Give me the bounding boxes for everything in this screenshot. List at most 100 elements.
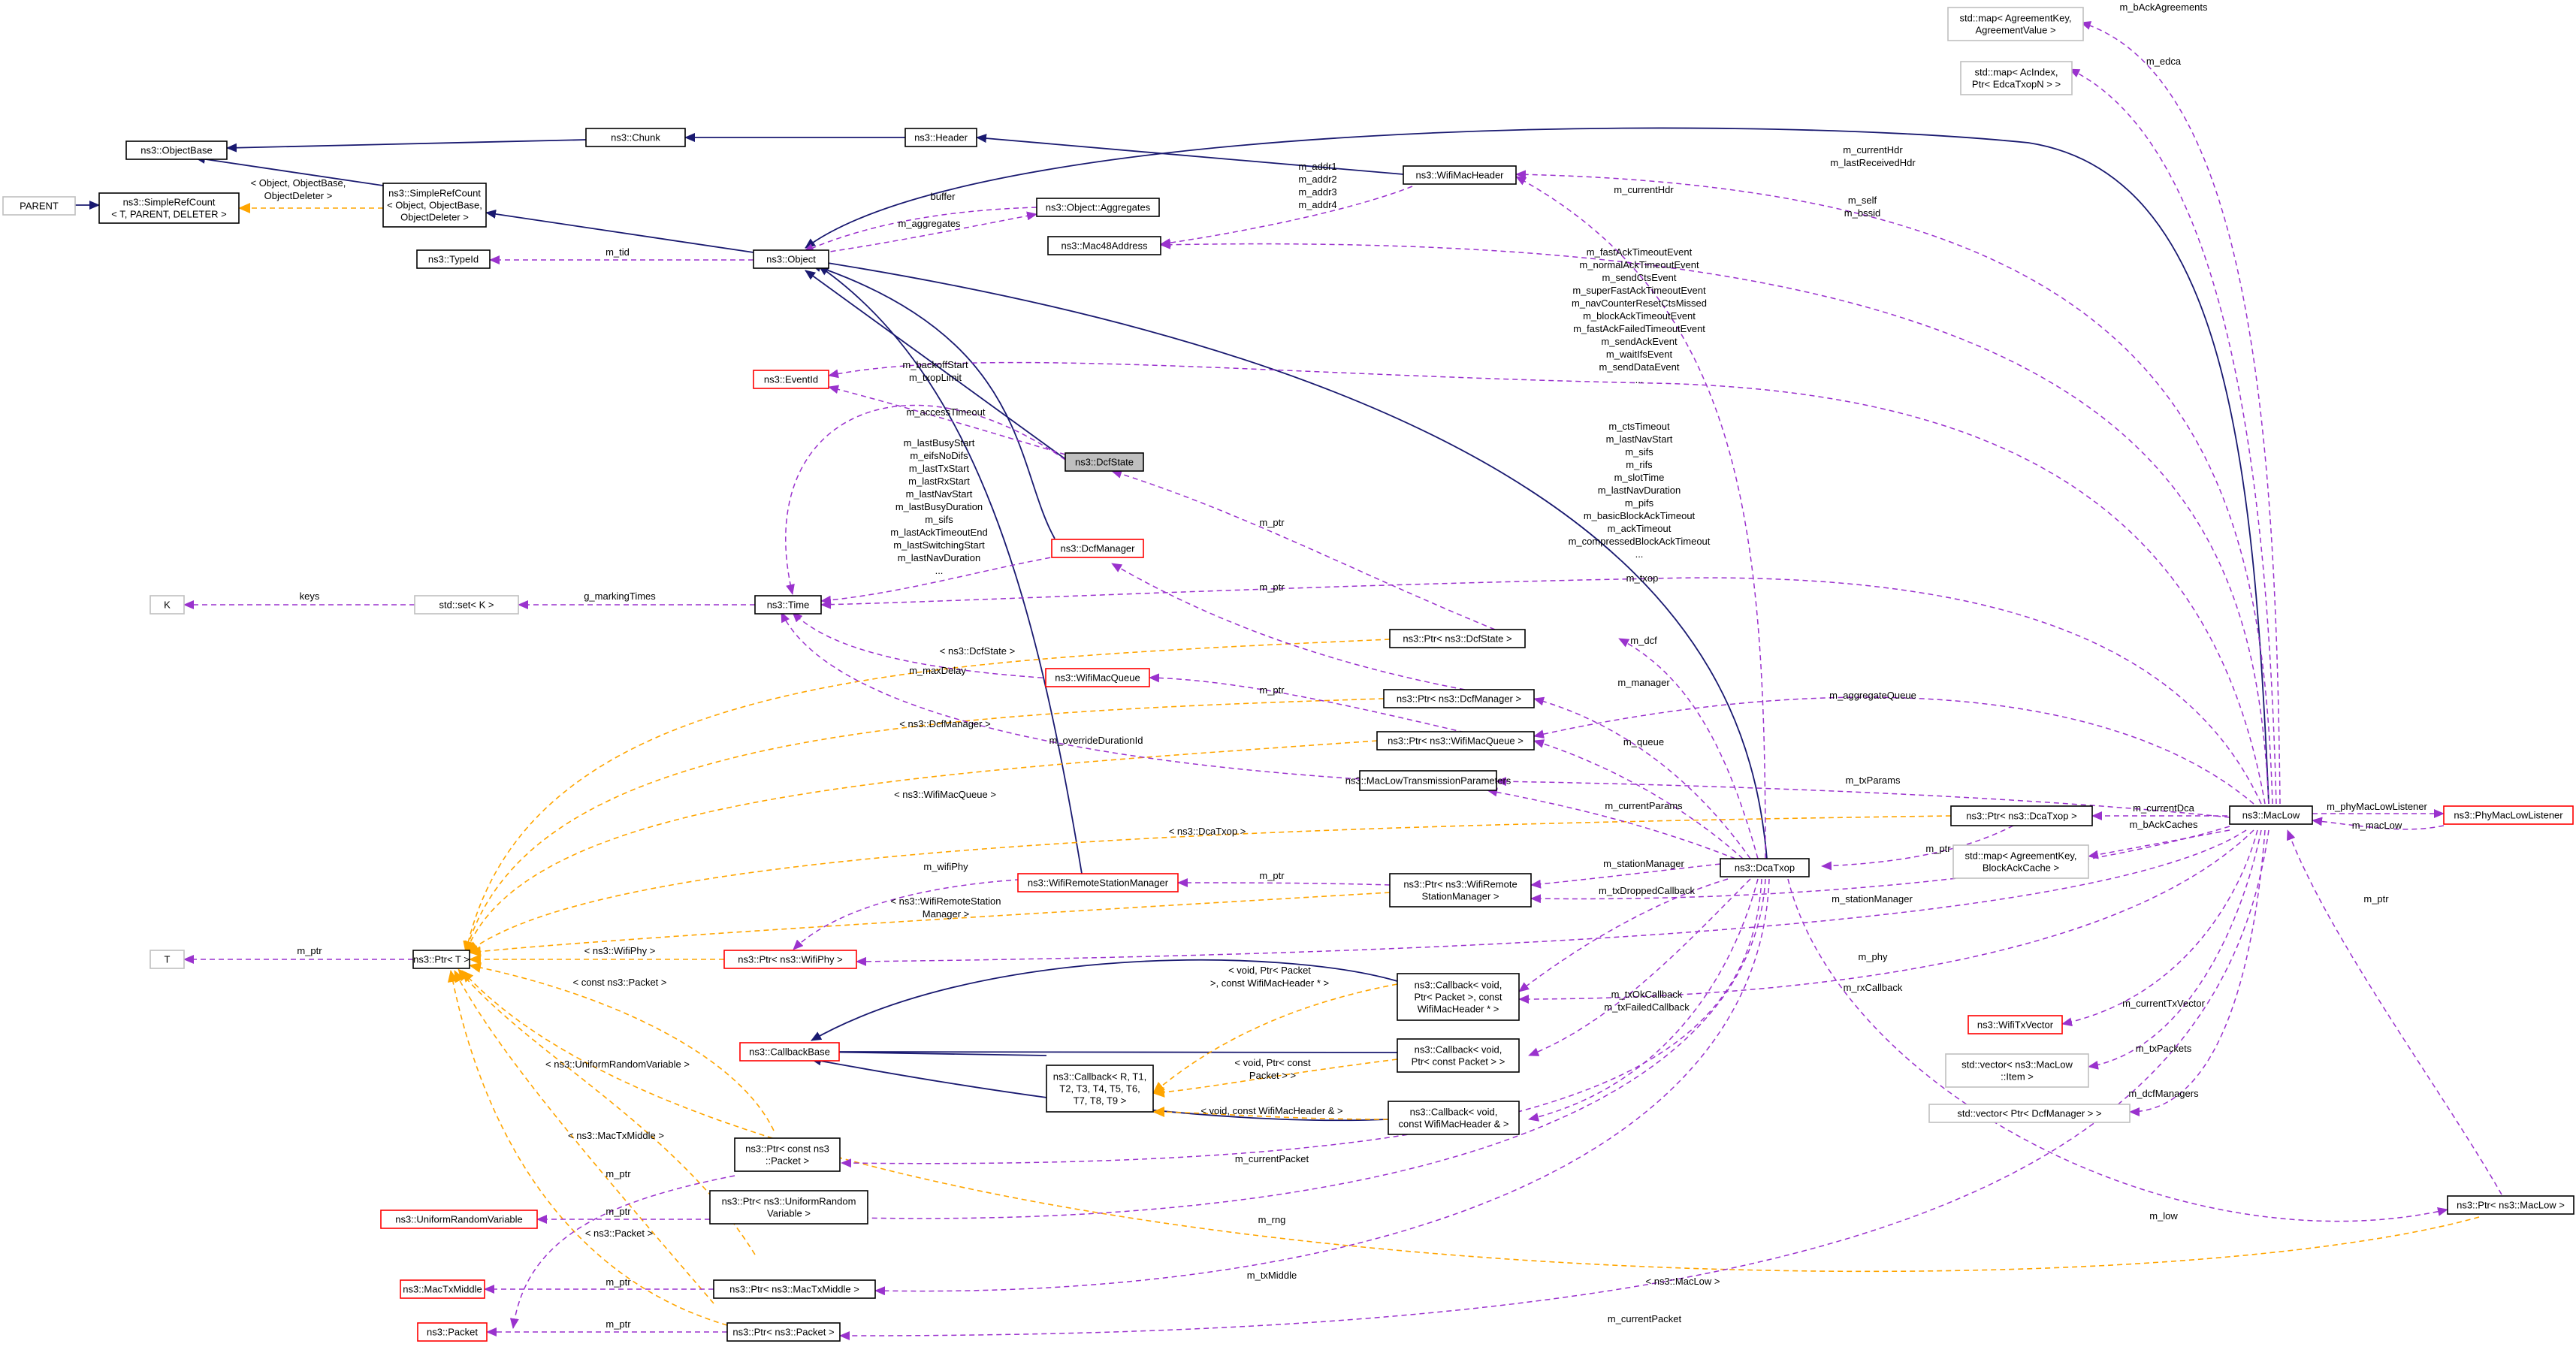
node-aggregates[interactable]: ns3::Object::Aggregates <box>1036 198 1160 217</box>
node-label: K <box>164 600 171 611</box>
node-map-acindex[interactable]: std::map< AcIndex,Ptr< EdcaTxopN > > <box>1960 61 2073 95</box>
node-box <box>726 1322 841 1342</box>
node-maclow[interactable]: ns3::MacLow <box>2229 805 2313 825</box>
edge-label-line: m_wifiPhy <box>923 861 968 872</box>
node-box <box>1950 805 2093 826</box>
edge-label-line: m_stationManager <box>1832 893 1913 905</box>
edge-label-line: m_compressedBlockAckTimeout <box>1569 536 1711 547</box>
edge-label: m_maxDelay <box>909 665 966 676</box>
node-eventid[interactable]: ns3::EventId <box>753 370 829 389</box>
node-cbconstpacket[interactable]: ns3::Callback< void,Ptr< const Packet > … <box>1397 1038 1520 1073</box>
node-chunk[interactable]: ns3::Chunk <box>585 128 686 147</box>
node-object[interactable]: ns3::Object <box>753 249 829 269</box>
node-callbackbase[interactable]: ns3::CallbackBase <box>739 1042 840 1062</box>
node-ptrwifimacqueue[interactable]: ns3::Ptr< ns3::WifiMacQueue > <box>1376 731 1535 751</box>
node-label: ns3::SimpleRefCount <box>388 188 481 199</box>
node-ptrconstpacket[interactable]: ns3::Ptr< const ns3::Packet > <box>734 1137 841 1172</box>
node-ptrwifiphy[interactable]: ns3::Ptr< ns3::WifiPhy > <box>723 950 857 969</box>
edge-label: < ns3::Packet > <box>585 1228 653 1239</box>
node-cbheader[interactable]: ns3::Callback< void,const WifiMacHeader … <box>1388 1101 1520 1135</box>
node-dcatxop[interactable]: ns3::DcaTxop <box>1720 858 1810 877</box>
node-label: ns3::CallbackBase <box>749 1046 830 1058</box>
node-mac48address[interactable]: ns3::Mac48Address <box>1047 236 1161 255</box>
node-map-agreement[interactable]: std::map< AgreementKey,AgreementValue > <box>1947 7 2084 41</box>
edge-label-line: ObjectDeleter > <box>264 190 333 201</box>
edge-use-ptrmaclow-maclow <box>2287 829 2502 1195</box>
node-ptrdcatxop[interactable]: ns3::Ptr< ns3::DcaTxop > <box>1950 805 2093 826</box>
edge-label: m_ptr <box>605 1168 631 1179</box>
edge-use-dcatxop-ptrurv <box>826 878 1766 1222</box>
node-maclowtxparams[interactable]: ns3::MacLowTransmissionParameters <box>1345 770 1511 791</box>
node-label: ns3::MacLow <box>2242 810 2300 821</box>
edge-label-line: m_pifs <box>1625 497 1654 509</box>
node-box <box>2229 805 2313 825</box>
edge-use-maclow-mapacindex <box>2069 68 2277 805</box>
node-box <box>400 1279 485 1299</box>
edge-label: m_aggregateQueue <box>1829 690 1916 701</box>
node-wifimacheader[interactable]: ns3::WifiMacHeader <box>1403 165 1517 185</box>
edge-label: < ns3::WifiPhy > <box>584 945 656 956</box>
node-ptrpacket[interactable]: ns3::Ptr< ns3::Packet > <box>726 1322 841 1342</box>
node-dcfmanager[interactable]: ns3::DcfManager <box>1051 539 1144 558</box>
node-label: ::Item > <box>2001 1071 2034 1083</box>
node-mactxmiddle[interactable]: ns3::MacTxMiddle <box>400 1279 485 1299</box>
node-box <box>753 249 829 269</box>
node-ptrdcfstate[interactable]: ns3::Ptr< ns3::DcfState > <box>1389 629 1526 648</box>
node-box <box>723 950 857 969</box>
node-cbpacketheader[interactable]: ns3::Callback< void,Ptr< Packet >, const… <box>1397 973 1520 1021</box>
node-box <box>1383 689 1535 708</box>
node-ptrurv[interactable]: ns3::Ptr< ns3::UniformRandomVariable > <box>709 1190 868 1225</box>
node-t[interactable]: T <box>149 950 185 969</box>
edge-label-line: m_phy <box>1858 951 1888 962</box>
node-ptrmaclow[interactable]: ns3::Ptr< ns3::MacLow > <box>2447 1195 2574 1215</box>
node-simplerefcount[interactable]: ns3::SimpleRefCount< T, PARENT, DELETER … <box>98 192 240 224</box>
edge-label-line: m_sendAckEvent <box>1601 336 1678 347</box>
edge-label-line: m_addr3 <box>1298 186 1336 198</box>
edge-label: m_txDroppedCallback <box>1599 885 1695 896</box>
node-map-blockack[interactable]: std::map< AgreementKey,BlockAckCache > <box>1952 844 2089 879</box>
node-ptrt[interactable]: ns3::Ptr< T > <box>412 950 470 969</box>
node-ptrmactxmiddle[interactable]: ns3::Ptr< ns3::MacTxMiddle > <box>713 1279 876 1299</box>
node-box <box>125 140 228 160</box>
node-vector-dcfmanager[interactable]: std::vector< Ptr< DcfManager > > <box>1928 1104 2131 1123</box>
node-setk[interactable]: std::set< K > <box>414 595 519 615</box>
node-k[interactable]: K <box>149 595 185 615</box>
edge-label-line: m_sendCtsEvent <box>1602 272 1677 283</box>
node-dcfstate[interactable]: ns3::DcfState <box>1065 452 1144 472</box>
node-header[interactable]: ns3::Header <box>904 128 977 147</box>
node-wifitxvector[interactable]: ns3::WifiTxVector <box>1967 1015 2063 1034</box>
edge-label: m_aggregates <box>898 218 961 229</box>
node-label: ns3::DcfManager <box>1061 543 1136 554</box>
node-label: ns3::Ptr< ns3::WifiPhy > <box>738 954 842 965</box>
edge-label-line: m_currentHdr <box>1843 144 1903 156</box>
node-ptrwifirsm[interactable]: ns3::Ptr< ns3::WifiRemoteStationManager … <box>1389 873 1532 908</box>
node-parent[interactable]: PARENT <box>2 196 76 216</box>
edge-use-dcatxop-ptrconstpacket <box>841 878 1762 1168</box>
node-label: std::map< AgreementKey, <box>1965 850 2077 862</box>
node-simplerefcountobj[interactable]: ns3::SimpleRefCount< Object, ObjectBase,… <box>382 183 487 228</box>
node-objectbase[interactable]: ns3::ObjectBase <box>125 140 228 160</box>
node-wifimacqueue[interactable]: ns3::WifiMacQueue <box>1045 668 1150 687</box>
node-typeid[interactable]: ns3::TypeId <box>416 249 491 269</box>
node-box <box>1017 873 1179 892</box>
node-uniformrandomvariable[interactable]: ns3::UniformRandomVariable <box>380 1210 538 1229</box>
node-phymaclowlistener[interactable]: ns3::PhyMacLowListener <box>2443 805 2574 825</box>
edge-use-dcatxop-ptrwifirsm <box>1530 863 1721 889</box>
edge-label-line: m_addr4 <box>1298 199 1336 210</box>
node-box <box>734 1137 841 1172</box>
node-time[interactable]: ns3::Time <box>754 595 822 615</box>
node-callbackrt[interactable]: ns3::Callback< R, T1,T2, T3, T4, T5, T6,… <box>1046 1065 1154 1113</box>
node-label: std::vector< ns3::MacLow <box>1961 1059 2073 1071</box>
node-label: ns3::UniformRandomVariable <box>395 1214 523 1225</box>
node-wifirsm[interactable]: ns3::WifiRemoteStationManager <box>1017 873 1179 892</box>
node-label: ns3::Mac48Address <box>1062 240 1148 252</box>
node-label: std::vector< Ptr< DcfManager > > <box>1957 1108 2101 1119</box>
node-label: ns3::Ptr< ns3::MacLow > <box>2457 1200 2565 1211</box>
node-box <box>1388 1101 1520 1135</box>
node-vector-item[interactable]: std::vector< ns3::MacLow::Item > <box>1945 1053 2089 1088</box>
edge-label-line: m_sifs <box>925 514 953 525</box>
node-box <box>2443 805 2574 825</box>
node-packet[interactable]: ns3::Packet <box>417 1322 488 1342</box>
node-ptrdcfmanager[interactable]: ns3::Ptr< ns3::DcfManager > <box>1383 689 1535 708</box>
